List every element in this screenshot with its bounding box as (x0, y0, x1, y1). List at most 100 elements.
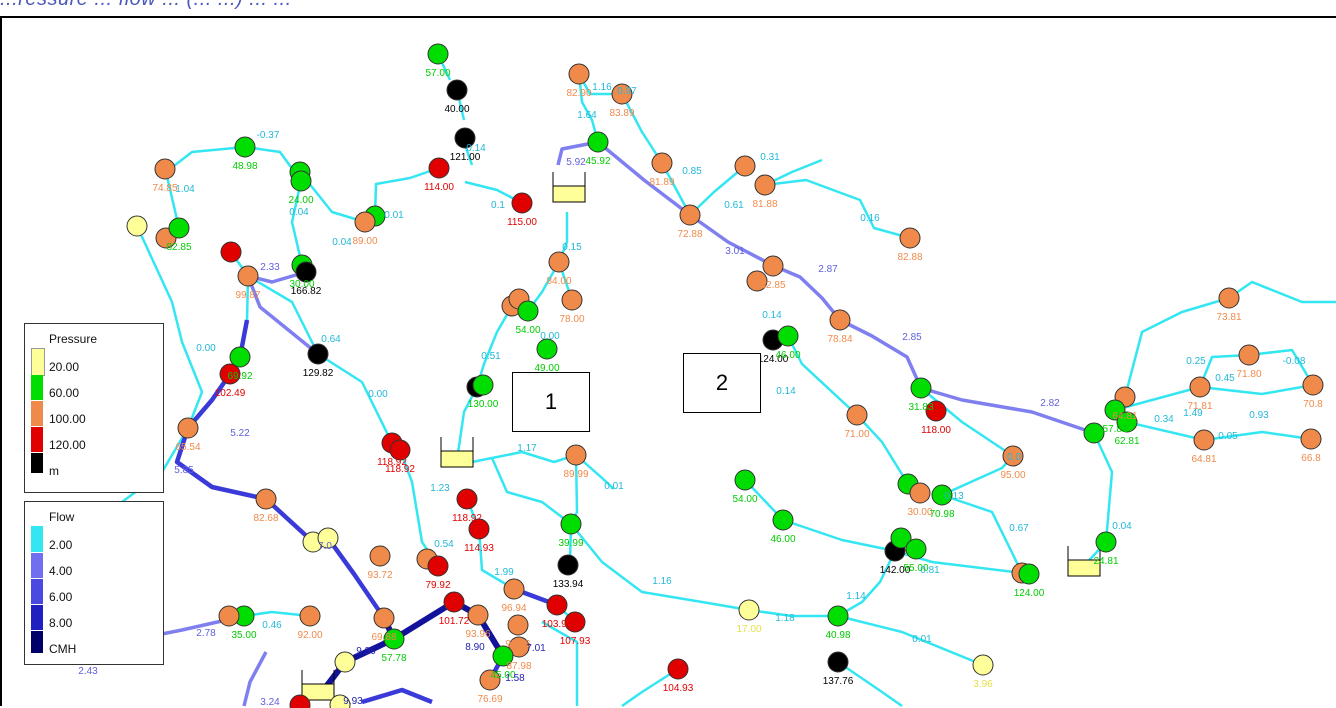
node-pressure-label: 78.84 (827, 334, 852, 345)
pipe-flow-label: -0.37 (257, 130, 280, 141)
node-pressure-label: 76.69 (477, 694, 502, 705)
node-pressure-label: 3.96 (973, 679, 993, 690)
node-pressure-label: 130.00 (468, 399, 499, 410)
junction-node-red (925, 400, 947, 422)
pipe-flow-label: 0.45 (1215, 373, 1235, 384)
junction-node-orange (829, 309, 851, 331)
pressure-tick: 100.00 (49, 412, 86, 426)
junction-node-red (289, 694, 311, 708)
pipe-flow-label: 0.85 (682, 166, 702, 177)
pressure-tick: 20.00 (49, 360, 80, 374)
junction-node-orange (354, 211, 376, 233)
pipe (317, 352, 394, 444)
tank-icon (552, 185, 586, 203)
pipe-flow-label: 1.99 (494, 567, 514, 578)
pressure-swatch-red (31, 427, 43, 452)
pipe (556, 140, 599, 166)
node-pressure-label: 62.81 (1114, 436, 1139, 447)
pipe (247, 274, 320, 355)
junction-node-green (517, 300, 539, 322)
junction-node-orange (746, 270, 768, 292)
node-pressure-label: 49.00 (534, 363, 559, 374)
pipe (186, 372, 232, 430)
junction-node-orange (568, 63, 590, 85)
pipe-flow-label: 2.87 (818, 264, 838, 275)
pipe (621, 667, 679, 708)
node-pressure-label: 101.72 (439, 616, 470, 627)
pipe (837, 550, 897, 618)
pipe-flow-label: 5.92 (566, 157, 586, 168)
flow-unit: CMH (49, 642, 77, 656)
junction-node-orange (1302, 374, 1324, 396)
junction-node-orange (154, 158, 176, 180)
node-pressure-label: 48.98 (232, 161, 257, 172)
pipe-flow-label: 7.01 (526, 643, 546, 654)
pipe-flow-label: 0.15 (562, 242, 582, 253)
junction-node-orange (611, 83, 633, 105)
node-pressure-label: 82.88 (897, 252, 922, 263)
node-pressure-label: 66.8 (1301, 453, 1321, 464)
pipe (299, 171, 366, 224)
node-pressure-label: 82.85 (166, 242, 191, 253)
pipe-flow-label: 1.04 (175, 184, 195, 195)
junction-node-red (428, 157, 450, 179)
junction-node-green (910, 377, 932, 399)
pipe-flow-label: 0.00 (368, 389, 388, 400)
pipe-flow-label: 3.24 (260, 697, 280, 708)
junction-node-black (295, 261, 317, 283)
pipe-flow-label: 0.61 (724, 200, 744, 211)
node-pressure-label: 55.00 (903, 563, 928, 574)
pipe-flow-label: 2.33 (260, 262, 280, 273)
node-pressure-label: 104.93 (663, 683, 694, 694)
junction-node-yellow (738, 599, 760, 621)
pipe-flow-label: 5.22 (230, 428, 250, 439)
pipe-flow-label: 2.78 (196, 628, 216, 639)
node-pressure-label: 87.98 (506, 661, 531, 672)
pipe (575, 454, 615, 490)
pipe-flow-label: 0.93 (1249, 410, 1269, 421)
pipe-flow-label: 2.43 (78, 666, 98, 677)
junction-node-green (777, 325, 799, 347)
junction-node-green (772, 509, 794, 531)
junction-node-orange (508, 636, 530, 658)
node-pressure-label: 93.96 (465, 629, 490, 640)
pipe (577, 73, 600, 143)
node-pressure-label: 30.00 (907, 507, 932, 518)
pipe-flow-label: 0.67 (1009, 523, 1029, 534)
junction-node-orange (565, 444, 587, 466)
node-pressure-label: 118.92 (452, 513, 482, 524)
pipe (856, 414, 910, 485)
tank-icon (440, 450, 474, 468)
node-pressure-label: 96.94 (501, 603, 526, 614)
pipe (373, 166, 440, 217)
node-pressure-label: 95.96 (505, 639, 530, 650)
pipe (744, 479, 896, 553)
junction-node-green (472, 374, 494, 396)
junction-node-yellow (329, 694, 351, 708)
pipe-flow-label: 0.00 (196, 343, 216, 354)
pressure-swatch-yellow (31, 348, 45, 376)
node-pressure-label: 95.00 (1000, 470, 1025, 481)
junction-node-orange (237, 265, 259, 287)
junction-node-orange (762, 255, 784, 277)
pipe-flow-label: 0.01 (912, 634, 932, 645)
pipe-flow-label: 7.0 (318, 541, 332, 552)
junction-node-orange (373, 607, 395, 629)
pressure-tick: 120.00 (49, 438, 86, 452)
node-pressure-label: 65.54 (175, 442, 200, 453)
node-pressure-label: 70.98 (929, 509, 954, 520)
node-pressure-label: 129.82 (303, 368, 334, 379)
pipe-flow-label: 0.46 (262, 620, 282, 631)
node-pressure-label: 70.8 (1303, 399, 1323, 410)
pipe-flow-label: 0.00 (540, 331, 560, 342)
junction-node-orange (899, 227, 921, 249)
junction-node-green (1116, 411, 1138, 433)
pipe (541, 620, 579, 706)
pipe-flow-label: 0.51 (481, 351, 501, 362)
node-pressure-label: 72.88 (677, 229, 702, 240)
node-pressure-label: 84.00 (546, 276, 571, 287)
node-pressure-label: 114.93 (464, 543, 494, 554)
pipe-flow-label: 1.17 (517, 443, 537, 454)
pipe-flow-label: 0.14 (762, 310, 782, 321)
